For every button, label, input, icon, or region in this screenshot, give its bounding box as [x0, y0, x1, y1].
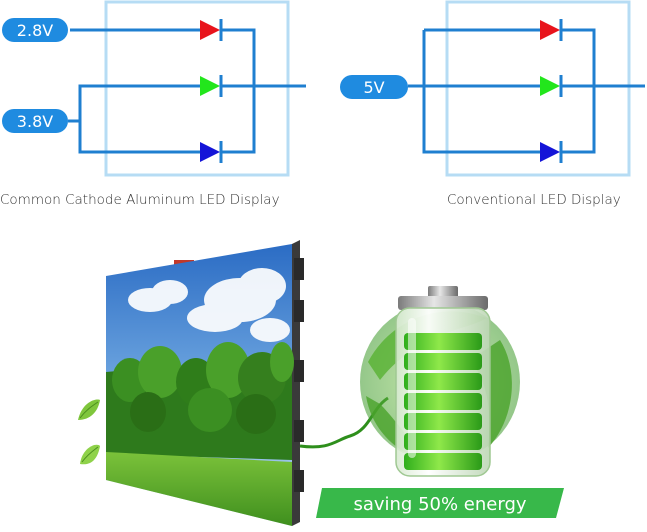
panel-latch — [294, 470, 304, 492]
battery-cells — [404, 333, 482, 470]
panel-latch — [294, 258, 304, 280]
left-circuit-frame — [104, 0, 290, 177]
right-circuit-wires — [408, 28, 645, 154]
leaf-icon — [78, 399, 100, 420]
voltage-label-3.8v: 3.8V — [2, 109, 80, 133]
svg-text:3.8V: 3.8V — [17, 112, 53, 131]
battery-cell — [404, 413, 482, 430]
voltage-label-5v: 5V — [340, 75, 408, 99]
forest — [106, 342, 294, 460]
battery-cell — [404, 333, 482, 350]
panel-latch — [294, 300, 304, 322]
red-led-diode — [540, 19, 563, 41]
battery-cell — [404, 453, 482, 470]
battery-cell — [404, 393, 482, 410]
battery-cell — [404, 373, 482, 390]
right-circuit-frame — [445, 0, 631, 177]
right-caption: Conventional LED Display — [447, 192, 621, 208]
meadow — [106, 452, 292, 526]
left-circuit-wires — [70, 28, 306, 154]
battery-cell — [404, 433, 482, 450]
green-led-diode — [540, 75, 563, 97]
left-caption: Common Cathode Aluminum LED Display — [0, 192, 280, 208]
red-led-diode — [200, 19, 223, 41]
banner-text: saving 50% energy — [353, 494, 526, 515]
green-led-diode — [200, 75, 223, 97]
energy-banner: saving 50% energy — [316, 488, 564, 518]
clouds — [128, 268, 290, 342]
voltage-label-2.8v: 2.8V — [2, 18, 68, 42]
svg-text:2.8V: 2.8V — [17, 21, 53, 40]
blue-led-diode — [540, 141, 563, 163]
battery-cap — [428, 286, 458, 298]
battery-highlight — [408, 318, 416, 458]
banner-shape — [316, 488, 564, 518]
leaf-icon — [80, 444, 100, 465]
panel-latch — [294, 360, 304, 382]
blue-led-diode — [200, 141, 223, 163]
battery-icon — [395, 286, 491, 477]
left-circuit: 2.8V 3.8V — [2, 0, 306, 177]
battery-top-plate — [398, 296, 488, 310]
right-circuit: 5V — [340, 0, 645, 177]
battery-cell — [404, 353, 482, 370]
led-display-panel — [106, 240, 304, 526]
panel-latch — [294, 420, 304, 442]
svg-text:5V: 5V — [363, 78, 384, 97]
